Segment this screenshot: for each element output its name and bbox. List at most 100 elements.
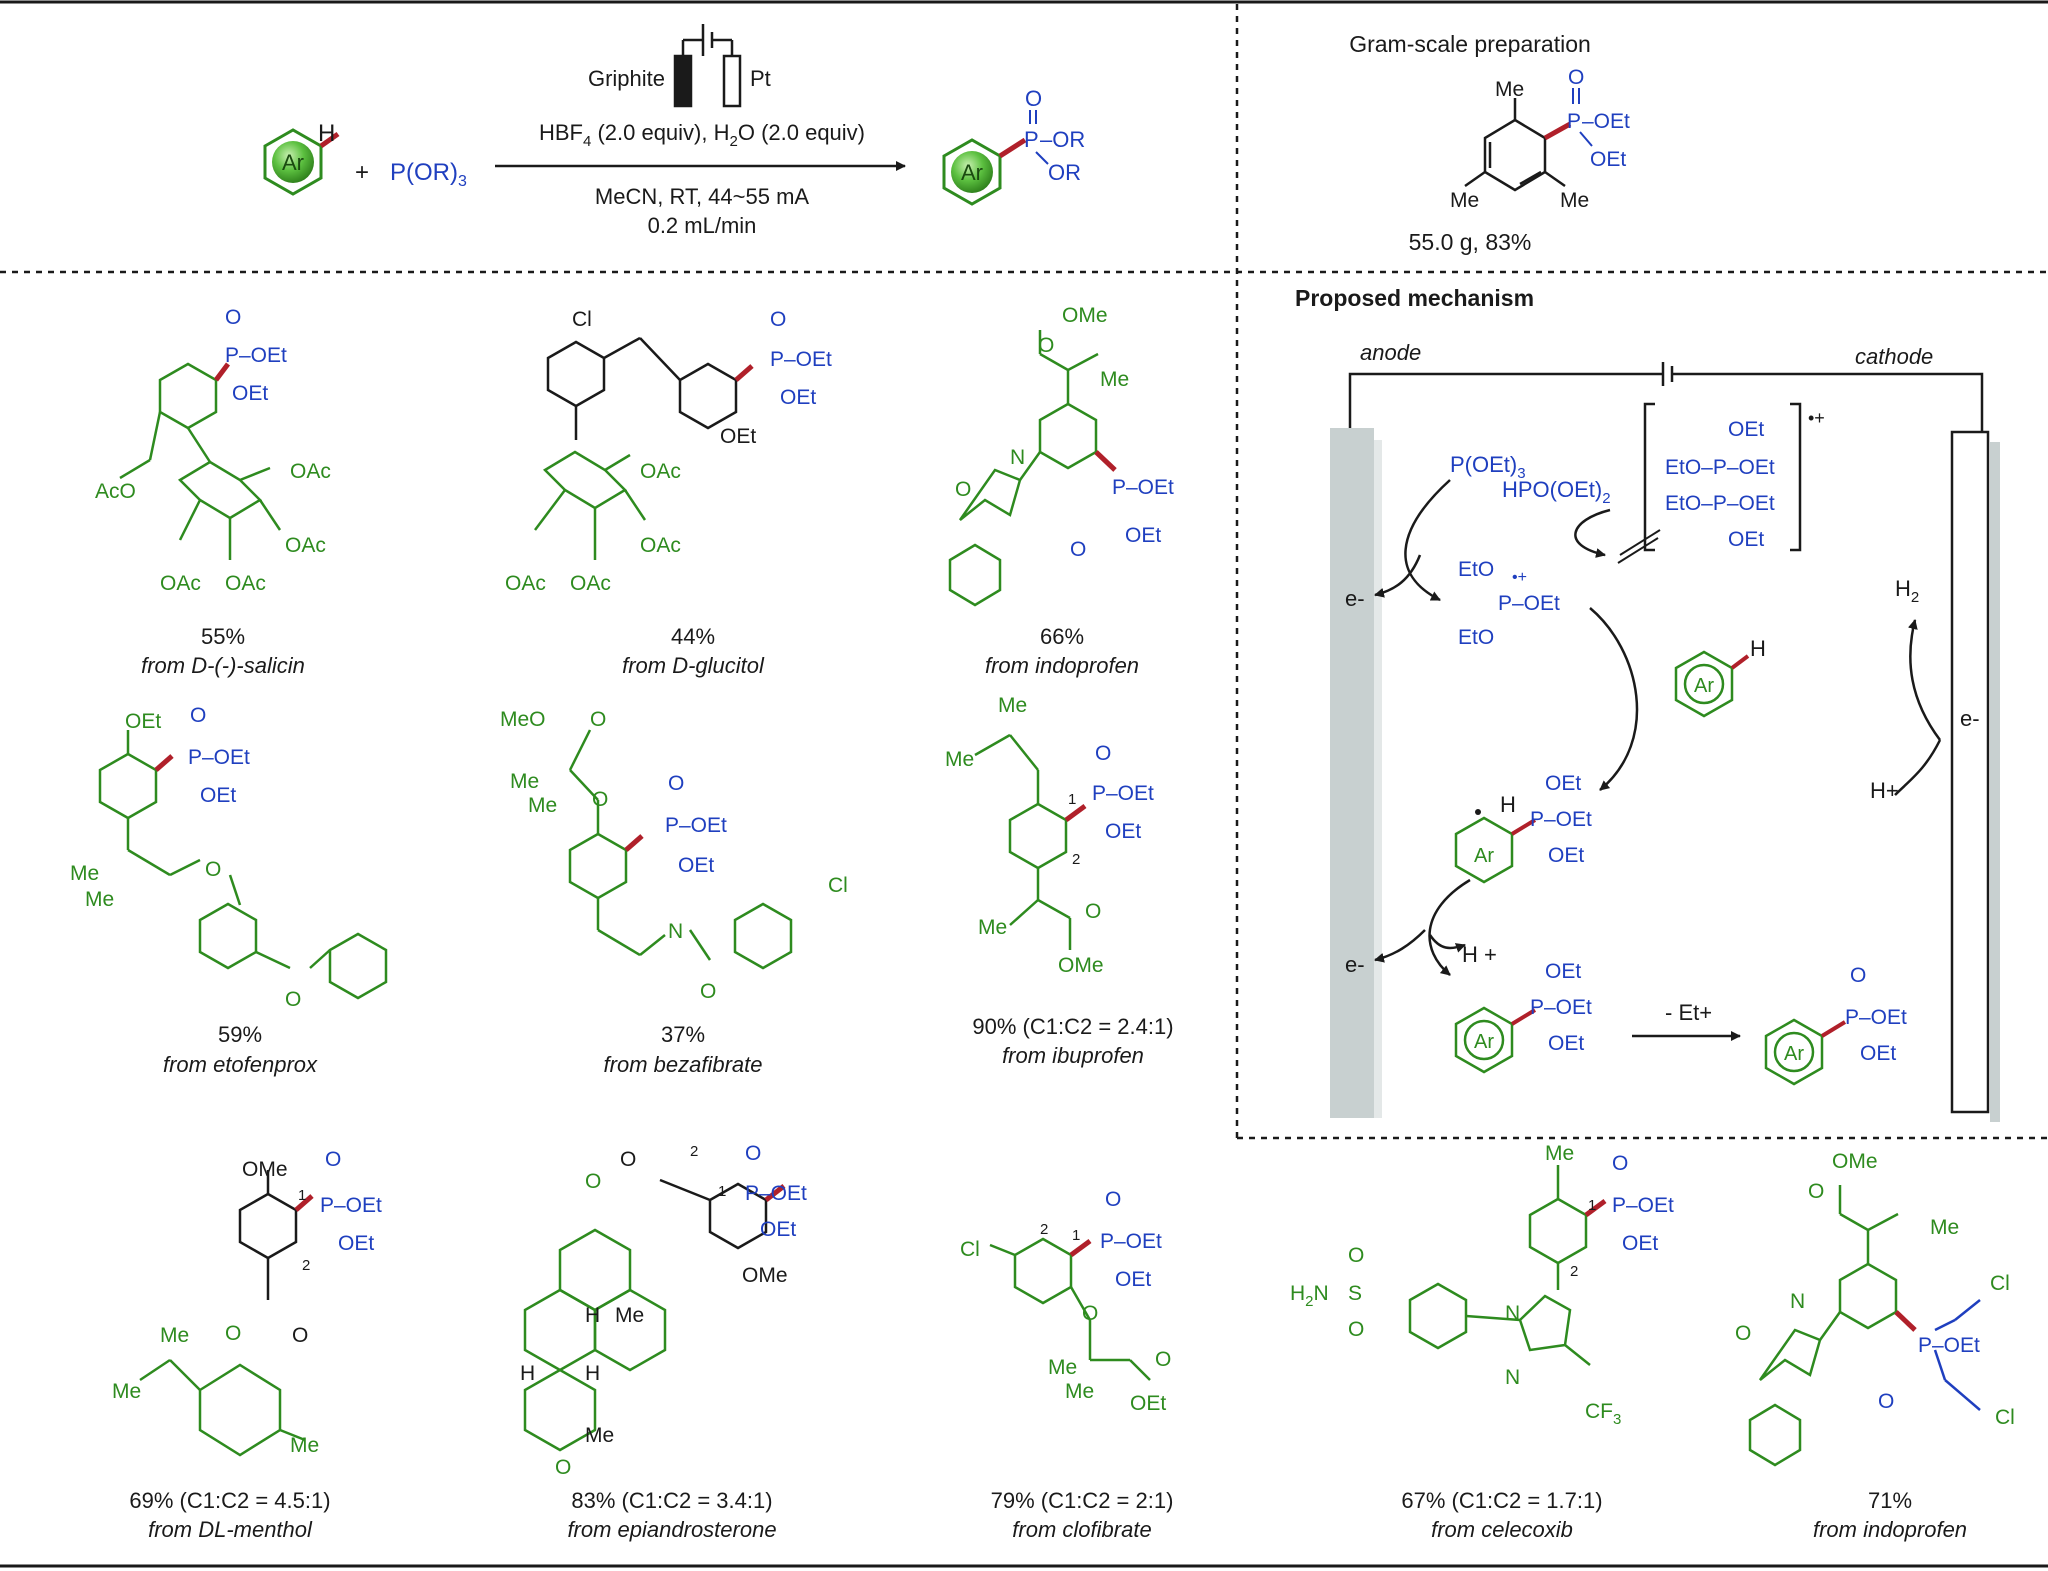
svg-text:–OEt: –OEt: [1582, 110, 1630, 133]
svg-text:Me: Me: [615, 1304, 644, 1327]
svg-text:OEt: OEt: [780, 386, 816, 409]
svg-text:O: O: [668, 772, 684, 795]
yield-9: 79% (C1:C2 = 2:1): [991, 1488, 1174, 1513]
svg-text:O: O: [700, 980, 716, 1003]
svg-text:•+: •+: [1512, 569, 1527, 586]
svg-text:Ar: Ar: [1784, 1043, 1804, 1065]
arene-substrate: Ar H: [1674, 636, 1766, 718]
svg-text:2: 2: [690, 1143, 698, 1160]
svg-text:O: O: [1348, 1318, 1364, 1341]
source-2: from D-glucitol: [622, 653, 765, 678]
svg-text:Me: Me: [1560, 189, 1589, 212]
svg-text:OEt: OEt: [1130, 1392, 1166, 1415]
svg-text:O: O: [292, 1324, 308, 1347]
svg-text:O: O: [1085, 900, 1101, 923]
svg-text:OMe: OMe: [742, 1264, 788, 1287]
svg-text:H: H: [1750, 636, 1766, 661]
svg-text:N: N: [668, 920, 683, 943]
cathode-label: cathode: [1855, 344, 1933, 369]
svg-text:O: O: [190, 704, 206, 727]
svg-text:OEt: OEt: [1548, 1032, 1584, 1055]
diethyl-phosphite: HPO(OEt)2: [1502, 477, 1611, 507]
svg-text:EtO: EtO: [1458, 558, 1494, 581]
svg-text:OEt: OEt: [1622, 1232, 1658, 1255]
svg-text:OEt: OEt: [200, 784, 236, 807]
svg-text:OAc: OAc: [640, 534, 681, 557]
svg-text:P: P: [1567, 110, 1581, 133]
svg-text:Cl: Cl: [1990, 1272, 2010, 1295]
general-reaction: Ar H + P(OR)3 Griphite Pt HBF4 (2.0 equi…: [263, 24, 1085, 238]
conditions-line-2: MeCN, RT, 44~55 mA: [595, 184, 810, 209]
svg-text:Ar: Ar: [1694, 675, 1714, 697]
svg-text:O: O: [1025, 86, 1042, 111]
product-arylphosphonate: Ar O P –OR OR: [942, 86, 1085, 206]
svg-text:O: O: [555, 1456, 571, 1479]
source-10: from celecoxib: [1431, 1517, 1573, 1542]
svg-text:P–OEt: P–OEt: [665, 814, 727, 837]
svg-text:O: O: [1038, 334, 1054, 357]
svg-text:P–OEt: P–OEt: [745, 1182, 807, 1205]
svg-text:OEt: OEt: [1590, 148, 1626, 171]
source-8: from epiandrosterone: [567, 1517, 776, 1542]
source-3: from indoprofen: [985, 653, 1139, 678]
svg-text:P–OEt: P–OEt: [1498, 592, 1560, 615]
svg-text:H: H: [318, 120, 335, 147]
svg-text:Cl: Cl: [1995, 1406, 2015, 1429]
reactant-arene-ring: Ar H: [263, 120, 340, 196]
svg-text:OEt: OEt: [338, 1232, 374, 1255]
svg-text:N: N: [1505, 1302, 1520, 1325]
svg-text:OEt: OEt: [1125, 524, 1161, 547]
svg-text:O: O: [285, 988, 301, 1011]
svg-text:2: 2: [1072, 851, 1080, 868]
svg-text:Me: Me: [1545, 1142, 1574, 1165]
svg-text:2: 2: [1570, 1263, 1578, 1280]
source-11: from indoprofen: [1813, 1517, 1967, 1542]
svg-text:Me: Me: [1930, 1216, 1959, 1239]
svg-text:Me: Me: [945, 748, 974, 771]
yield-1: 55%: [201, 624, 245, 649]
svg-text:O: O: [955, 478, 971, 501]
svg-text:O: O: [620, 1148, 636, 1171]
yield-7: 69% (C1:C2 = 4.5:1): [129, 1488, 330, 1513]
source-4: from etofenprox: [163, 1052, 318, 1077]
svg-text:O: O: [1070, 538, 1086, 561]
svg-text:H: H: [520, 1362, 535, 1385]
svg-text:O: O: [1850, 964, 1866, 987]
svg-text:Me: Me: [1048, 1356, 1077, 1379]
svg-text:P–OEt: P–OEt: [188, 746, 250, 769]
svg-text:P–OEt: P–OEt: [1100, 1230, 1162, 1253]
svg-text:S: S: [1348, 1282, 1362, 1305]
svg-text:OEt: OEt: [1728, 418, 1764, 441]
substituent-labels: O P–OEt OEt AcO OAc OAc OAc OAc Cl O P–O…: [70, 304, 2015, 1479]
anode-label: anode: [1360, 340, 1421, 365]
svg-text:OEt: OEt: [678, 854, 714, 877]
svg-text:O: O: [770, 308, 786, 331]
plus-sign: +: [355, 159, 369, 186]
svg-text:N: N: [1010, 446, 1025, 469]
svg-text:OAc: OAc: [285, 534, 326, 557]
svg-text:Me: Me: [290, 1434, 319, 1457]
svg-text:OMe: OMe: [1832, 1150, 1878, 1173]
svg-text:O: O: [590, 708, 606, 731]
svg-text:P–OEt: P–OEt: [1918, 1334, 1980, 1357]
svg-text:P–OEt: P–OEt: [1112, 476, 1174, 499]
svg-text:OEt: OEt: [1105, 820, 1141, 843]
svg-text:H+: H+: [1870, 778, 1899, 803]
mechanism-panel: Proposed mechanism anode cathode P(OEt)3…: [1295, 285, 2000, 1122]
svg-text:Cl: Cl: [828, 874, 848, 897]
svg-text:–OR: –OR: [1040, 127, 1085, 152]
svg-text:1: 1: [1072, 1227, 1080, 1244]
svg-text:O: O: [585, 1170, 601, 1193]
svg-text:OMe: OMe: [1062, 304, 1108, 327]
svg-text:Ar: Ar: [1474, 845, 1494, 867]
svg-text:Me: Me: [978, 916, 1007, 939]
svg-text:O: O: [1095, 742, 1111, 765]
svg-text:H: H: [585, 1362, 600, 1385]
svg-text:Ar: Ar: [961, 160, 983, 185]
svg-text:O: O: [1105, 1188, 1121, 1211]
svg-text:OEt: OEt: [1545, 772, 1581, 795]
svg-text:Me: Me: [1065, 1380, 1094, 1403]
yield-11: 71%: [1868, 1488, 1912, 1513]
svg-text:CF3: CF3: [1585, 1400, 1621, 1428]
